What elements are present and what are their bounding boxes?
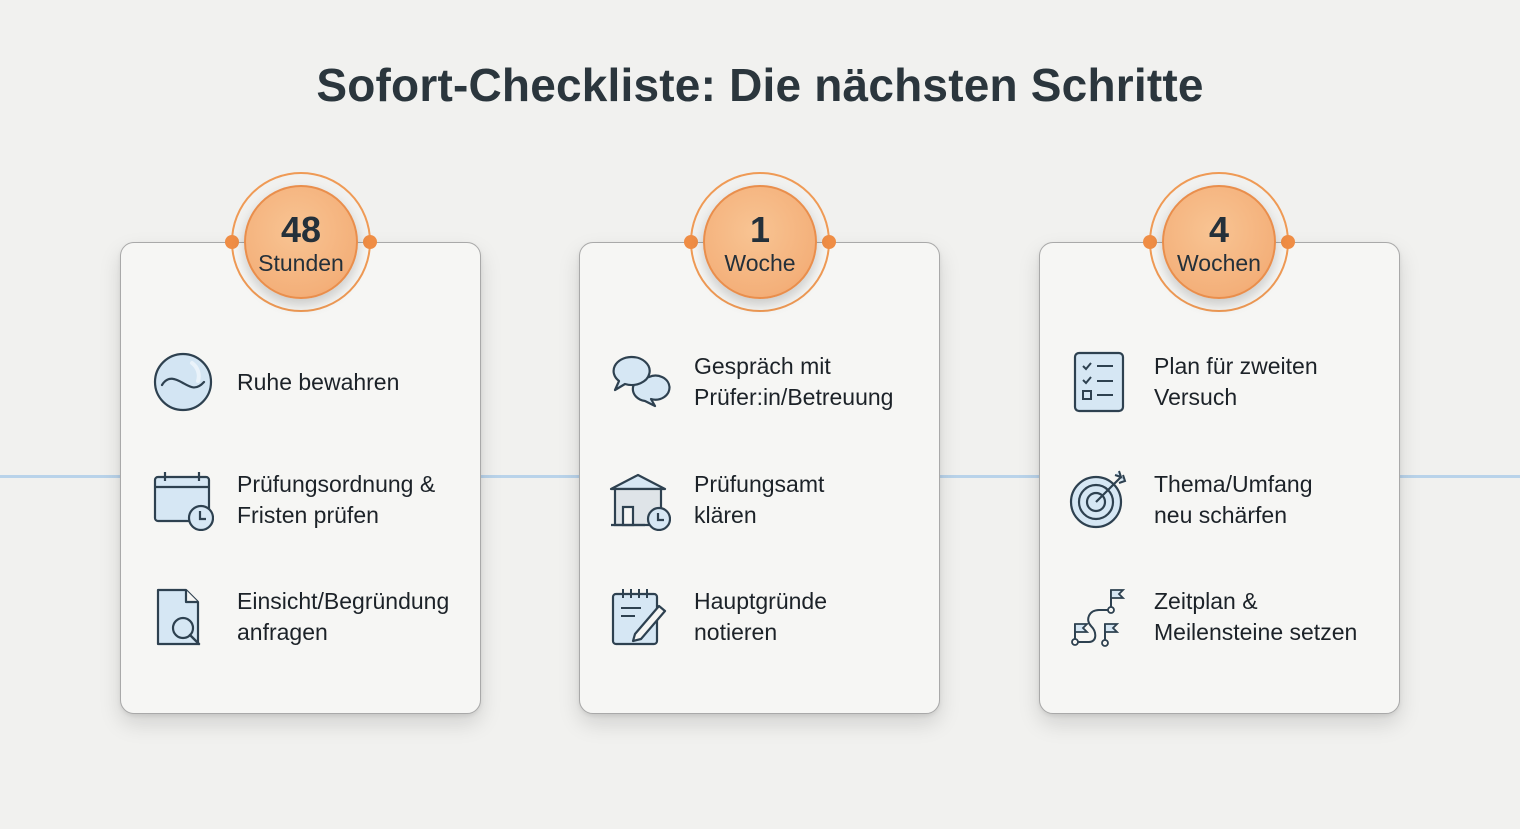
item-label: Zeitplan & Meilensteine setzen	[1154, 588, 1358, 645]
badge-unit: Wochen	[1177, 250, 1261, 276]
item-label: Ruhe bewahren	[237, 368, 400, 395]
badge-circle: 48 Stunden	[244, 185, 358, 299]
badge-number: 4	[1208, 209, 1230, 250]
checklist-item: Hauptgründe notieren	[608, 585, 827, 649]
checklist-item: Prüfungsordnung & Fristen prüfen	[151, 468, 435, 532]
timeframe-badge-4-wochen: 4 Wochen	[1143, 172, 1295, 312]
notepad-pencil-icon	[608, 585, 672, 649]
timeframe-badge-1-woche: 1 Woche	[684, 172, 836, 312]
checklist-item: Thema/Umfang neu schärfen	[1068, 468, 1313, 532]
checklist-card-4-wochen: Plan für zweiten Versuch Thema/Umfang ne…	[1039, 242, 1400, 714]
item-label: Prüfungsordnung & Fristen prüfen	[237, 471, 436, 528]
item-label: Thema/Umfang neu schärfen	[1154, 471, 1313, 528]
office-clock-icon	[608, 468, 672, 532]
timeline-node	[363, 235, 377, 249]
item-label: Hauptgründe notieren	[694, 588, 827, 645]
badge-unit: Woche	[724, 250, 796, 276]
item-label: Prüfungsamt klären	[694, 471, 825, 528]
timeline-node	[684, 235, 698, 249]
timeframe-badge-48-stunden: 48 Stunden	[225, 172, 377, 312]
chat-bubbles-icon	[608, 350, 672, 414]
badge-circle: 1 Woche	[703, 185, 817, 299]
timeline-node	[225, 235, 239, 249]
badge-number: 48	[280, 209, 322, 250]
item-label: Plan für zweiten Versuch	[1154, 353, 1318, 410]
checklist-card-48-stunden: Ruhe bewahren Prüfungsordnung & Fristen …	[120, 242, 481, 714]
milestone-flags-icon	[1068, 585, 1132, 649]
checklist-card-1-woche: Gespräch mit Prüfer:in/Betreuung Prüfung…	[579, 242, 940, 714]
item-label: Gespräch mit Prüfer:in/Betreuung	[694, 353, 894, 410]
wave-circle-icon	[151, 350, 215, 414]
badge-circle: 4 Wochen	[1162, 185, 1276, 299]
checklist-item: Plan für zweiten Versuch	[1068, 350, 1318, 414]
checklist-item: Zeitplan & Meilensteine setzen	[1068, 585, 1357, 649]
target-arrow-icon	[1068, 468, 1132, 532]
document-search-icon	[151, 585, 215, 649]
page-title: Sofort-Checkliste: Die nächsten Schritte	[316, 59, 1204, 111]
checklist-item: Einsicht/Begründung anfragen	[151, 585, 449, 649]
badge-number: 1	[749, 209, 771, 250]
timeline-node	[1281, 235, 1295, 249]
item-label: Einsicht/Begründung anfragen	[237, 588, 450, 645]
calendar-clock-icon	[151, 468, 215, 532]
timeline-node	[1143, 235, 1157, 249]
checklist-item: Gespräch mit Prüfer:in/Betreuung	[608, 350, 893, 414]
badge-unit: Stunden	[258, 250, 344, 276]
timeline-node	[822, 235, 836, 249]
checklist-item: Ruhe bewahren	[151, 350, 399, 414]
checklist-icon	[1068, 350, 1132, 414]
checklist-item: Prüfungsamt klären	[608, 468, 824, 532]
